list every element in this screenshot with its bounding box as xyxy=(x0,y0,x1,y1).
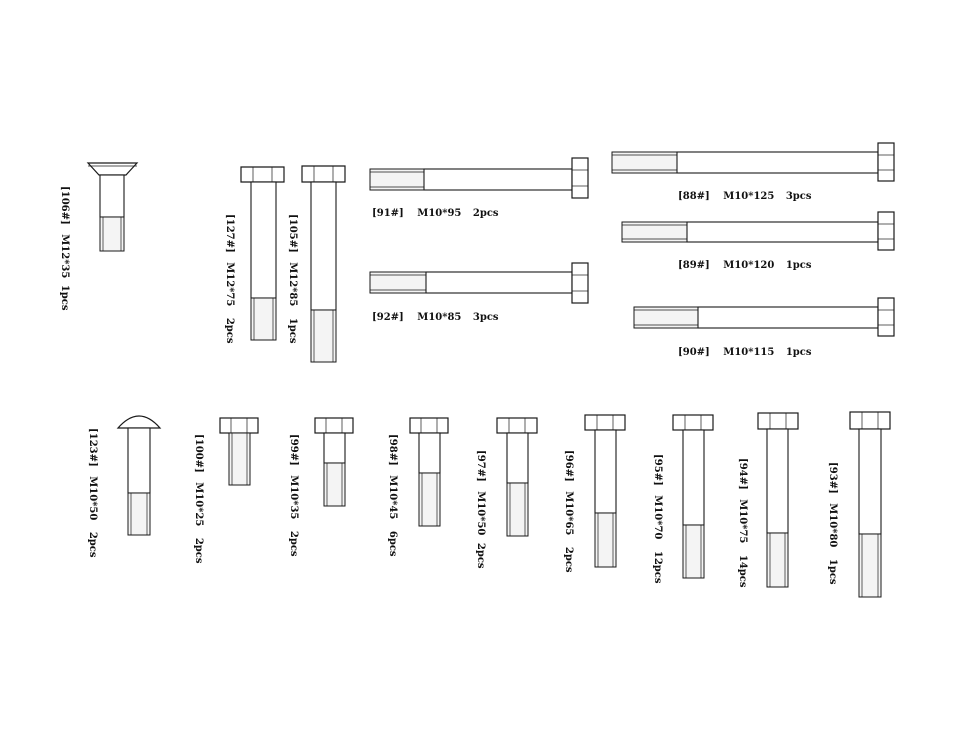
bolt-123 xyxy=(116,415,162,536)
bolt-88 xyxy=(611,142,895,182)
part-code: [94#] xyxy=(737,458,748,490)
part-code: [96#] xyxy=(563,450,574,482)
part-size: M10*75 xyxy=(737,499,748,543)
label-bolt-91: [91#] M10*95 2pcs xyxy=(372,208,499,219)
bolt-94 xyxy=(757,412,799,588)
part-code: [127#] xyxy=(224,214,235,253)
part-size: M10*85 xyxy=(417,312,461,323)
label-bolt-106: [106#] M12*35 1pcs xyxy=(59,186,70,311)
part-qty: 3pcs xyxy=(473,312,499,323)
bolt-96 xyxy=(584,414,626,568)
label-bolt-123: [123#] M10*50 2pcs xyxy=(87,428,98,558)
label-bolt-90: [90#] M10*115 1pcs xyxy=(678,347,812,358)
part-size: M10*65 xyxy=(563,491,574,535)
label-bolt-127: [127#] M12*75 2pcs xyxy=(224,214,235,344)
part-code: [91#] xyxy=(372,208,404,219)
label-bolt-88: [88#] M10*125 3pcs xyxy=(678,191,812,202)
part-qty: 3pcs xyxy=(786,191,812,202)
part-size: M10*50 xyxy=(475,491,486,535)
part-size: M10*125 xyxy=(723,191,774,202)
part-code: [105#] xyxy=(287,214,298,253)
part-qty: 6pcs xyxy=(387,531,398,557)
part-qty: 1pcs xyxy=(786,347,812,358)
bolt-97 xyxy=(496,417,538,537)
bolt-105 xyxy=(301,165,346,363)
part-size: M10*80 xyxy=(827,503,838,547)
part-code: [98#] xyxy=(387,434,398,466)
part-code: [93#] xyxy=(827,462,838,494)
part-code: [106#] xyxy=(59,186,70,225)
part-code: [97#] xyxy=(475,450,486,482)
bolt-98 xyxy=(409,417,449,527)
bolt-92 xyxy=(369,262,589,304)
bolt-93 xyxy=(849,411,891,598)
part-size: M10*35 xyxy=(288,475,299,519)
label-bolt-105: [105#] M12*85 1pcs xyxy=(287,214,298,344)
bolt-127 xyxy=(240,166,285,341)
part-qty: 2pcs xyxy=(473,208,499,219)
part-qty: 2pcs xyxy=(224,318,235,344)
part-code: [92#] xyxy=(372,312,404,323)
part-size: M10*115 xyxy=(723,347,774,358)
bolt-90 xyxy=(633,297,895,337)
label-bolt-95: [95#] M10*70 12pcs xyxy=(652,454,663,584)
label-bolt-100: [100#] M10*25 2pcs xyxy=(193,434,204,564)
label-bolt-99: [99#] M10*35 2pcs xyxy=(288,434,299,557)
label-bolt-94: [94#] M10*75 14pcs xyxy=(737,458,748,588)
part-qty: 12pcs xyxy=(652,551,663,584)
bolt-89 xyxy=(621,211,895,251)
bolt-100 xyxy=(219,417,259,486)
part-qty: 2pcs xyxy=(475,543,486,569)
part-qty: 2pcs xyxy=(563,547,574,573)
part-qty: 2pcs xyxy=(193,538,204,564)
part-qty: 2pcs xyxy=(288,531,299,557)
label-bolt-89: [89#] M10*120 1pcs xyxy=(678,260,812,271)
part-code: [88#] xyxy=(678,191,710,202)
part-size: M12*75 xyxy=(224,262,235,306)
part-qty: 1pcs xyxy=(287,318,298,344)
bolt-99 xyxy=(314,417,354,507)
part-code: [95#] xyxy=(652,454,663,486)
part-size: M10*45 xyxy=(387,475,398,519)
part-size: M12*35 xyxy=(59,234,70,278)
bolt-91 xyxy=(369,157,589,199)
part-size: M10*50 xyxy=(87,476,98,520)
part-code: [123#] xyxy=(87,428,98,467)
part-qty: 1pcs xyxy=(786,260,812,271)
label-bolt-97: [97#] M10*50 2pcs xyxy=(475,450,486,569)
part-qty: 1pcs xyxy=(59,285,70,311)
part-size: M12*85 xyxy=(287,262,298,306)
part-size: M10*120 xyxy=(723,260,774,271)
part-qty: 1pcs xyxy=(827,559,838,585)
part-code: [99#] xyxy=(288,434,299,466)
bolt-95 xyxy=(672,414,714,579)
part-qty: 2pcs xyxy=(87,532,98,558)
label-bolt-96: [96#] M10*65 2pcs xyxy=(563,450,574,573)
label-bolt-93: [93#] M10*80 1pcs xyxy=(827,462,838,585)
bolt-106 xyxy=(86,162,139,252)
label-bolt-92: [92#] M10*85 3pcs xyxy=(372,312,499,323)
part-code: [89#] xyxy=(678,260,710,271)
part-size: M10*70 xyxy=(652,495,663,539)
part-size: M10*25 xyxy=(193,482,204,526)
part-code: [90#] xyxy=(678,347,710,358)
part-code: [100#] xyxy=(193,434,204,473)
part-size: M10*95 xyxy=(417,208,461,219)
part-qty: 14pcs xyxy=(737,555,748,588)
label-bolt-98: [98#] M10*45 6pcs xyxy=(387,434,398,557)
